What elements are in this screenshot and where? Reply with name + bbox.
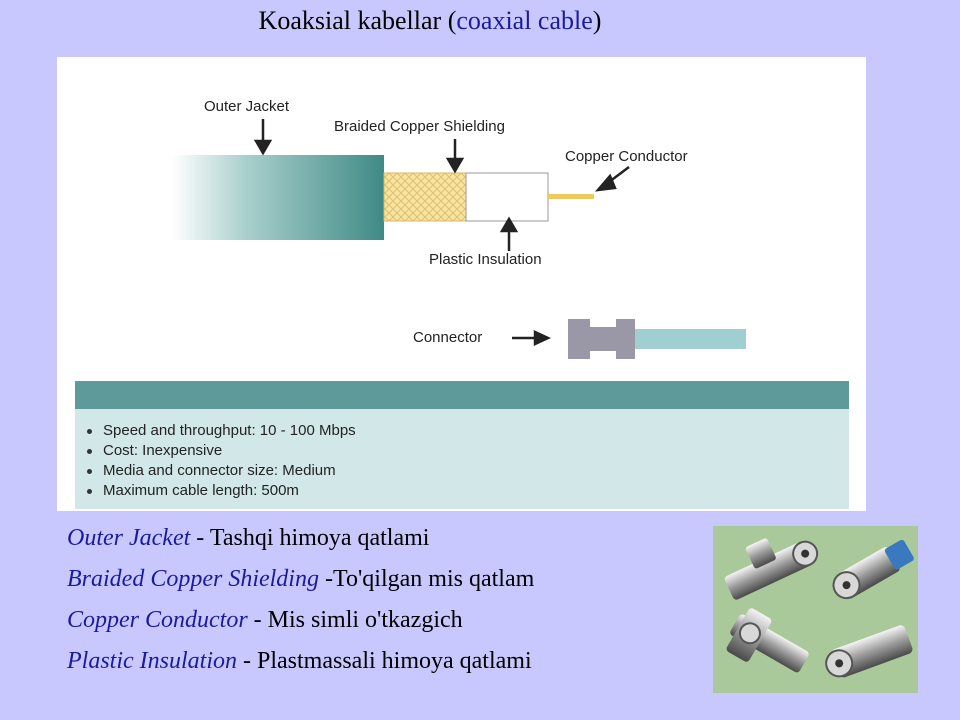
connector-body-left bbox=[568, 319, 590, 359]
title-uzbek: Koaksial kabellar ( bbox=[258, 6, 457, 35]
coaxial-cable-diagram bbox=[172, 119, 746, 359]
bnc-connectors-photo bbox=[713, 526, 918, 693]
label-plastic-insulation: Plastic Insulation bbox=[429, 251, 542, 268]
spec-item: Speed and throughput: 10 - 100 Mbps bbox=[87, 421, 849, 441]
title-english: coaxial cable bbox=[456, 6, 593, 35]
definition-row: Braided Copper Shielding -To'qilgan mis … bbox=[67, 559, 707, 600]
title-close-paren: ) bbox=[592, 6, 602, 35]
definition-row: Outer Jacket - Tashqi himoya qatlami bbox=[67, 518, 707, 559]
specs-box: Speed and throughput: 10 - 100 Mbps Cost… bbox=[75, 381, 849, 509]
label-braided-shielding: Braided Copper Shielding bbox=[334, 118, 505, 135]
bnc-connectors-icon bbox=[724, 538, 914, 678]
spec-item: Media and connector size: Medium bbox=[87, 461, 849, 481]
spec-item: Maximum cable length: 500m bbox=[87, 481, 849, 501]
copper-conductor-shape bbox=[548, 194, 594, 199]
label-copper-conductor: Copper Conductor bbox=[565, 148, 688, 165]
outer-jacket-shape bbox=[172, 155, 384, 240]
braided-shielding-shape bbox=[383, 172, 467, 222]
definition-sep: - bbox=[237, 648, 257, 674]
slide-title: Koaksial kabellar (coaxial cable) bbox=[0, 6, 860, 36]
label-connector: Connector bbox=[413, 329, 483, 346]
connector-cable-shape bbox=[635, 329, 746, 349]
definition-term: Braided Copper Shielding bbox=[67, 566, 319, 592]
definition-sep: - bbox=[318, 566, 333, 592]
definition-meaning: To'qilgan mis qatlam bbox=[332, 566, 535, 592]
label-outer-jacket: Outer Jacket bbox=[204, 98, 290, 115]
specs-header-bar bbox=[75, 381, 849, 409]
plastic-insulation-shape bbox=[465, 172, 549, 222]
definition-term: Copper Conductor bbox=[67, 607, 248, 633]
coaxial-diagram-panel: Outer Jacket Braided Copper Shielding Co… bbox=[57, 57, 866, 511]
definition-meaning: Plastmassali himoya qatlami bbox=[257, 648, 532, 674]
definition-meaning: Tashqi himoya qatlami bbox=[209, 525, 430, 551]
definition-row: Copper Conductor - Mis simli o'tkazgich bbox=[67, 600, 707, 641]
specs-list: Speed and throughput: 10 - 100 Mbps Cost… bbox=[75, 409, 849, 501]
arrows bbox=[253, 119, 630, 346]
definition-sep: - bbox=[247, 607, 268, 633]
definition-sep: - bbox=[190, 525, 210, 551]
definition-term: Outer Jacket bbox=[67, 525, 191, 551]
spec-item: Cost: Inexpensive bbox=[87, 441, 849, 461]
definition-term: Plastic Insulation bbox=[67, 648, 237, 674]
definitions-list: Outer Jacket - Tashqi himoya qatlami Bra… bbox=[67, 518, 707, 682]
connector-body-neck bbox=[590, 327, 616, 351]
definition-meaning: Mis simli o'tkazgich bbox=[267, 607, 463, 633]
definition-row: Plastic Insulation - Plastmassali himoya… bbox=[67, 641, 707, 682]
connector-body-right bbox=[616, 319, 635, 359]
